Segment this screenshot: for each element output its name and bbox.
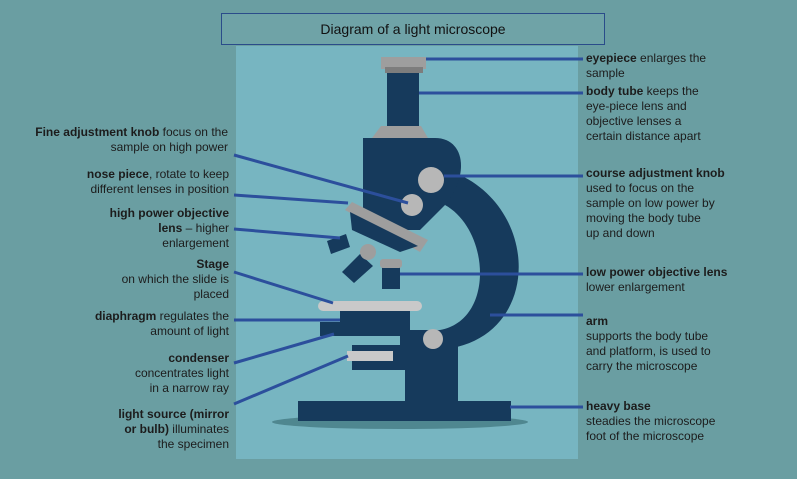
tube-collar — [372, 126, 428, 138]
label-arm: arm supports the body tube and platform,… — [586, 314, 791, 374]
label-desc: moving the body tube — [586, 211, 701, 225]
label-eyepiece: eyepiece enlarges the sample — [586, 51, 791, 81]
eyepiece-rim — [385, 67, 423, 73]
label-term: Fine adjustment knob — [35, 125, 159, 139]
stage-slide — [318, 301, 422, 311]
label-term: diaphragm — [95, 309, 156, 323]
label-desc: , rotate to keep — [149, 167, 229, 181]
fine-adjustment-knob — [401, 194, 423, 216]
label-fine-adjustment-knob: Fine adjustment knob focus on the sample… — [6, 125, 228, 155]
label-desc: sample on low power by — [586, 196, 715, 210]
label-body-tube: body tube keeps the eye-piece lens and o… — [586, 84, 791, 144]
label-desc: keeps the — [643, 84, 698, 98]
label-desc: amount of light — [150, 324, 229, 338]
label-term: Stage — [196, 257, 229, 271]
leader-light-source — [234, 356, 348, 404]
label-term: heavy base — [586, 399, 651, 413]
label-desc: and platform, is used to — [586, 344, 711, 358]
leader-nose-piece — [234, 195, 348, 203]
label-nose-piece: nose piece, rotate to keep different len… — [6, 167, 229, 197]
leader-condenser — [234, 334, 334, 363]
arm-knob — [423, 329, 443, 349]
microscope-base — [298, 401, 511, 421]
label-desc: illuminates — [169, 422, 229, 436]
body-tube — [387, 68, 419, 130]
label-course-adjustment-knob: course adjustment knob used to focus on … — [586, 166, 791, 241]
label-desc: eye-piece lens and — [586, 99, 687, 113]
label-heavy-base: heavy base steadies the microscope foot … — [586, 399, 791, 444]
label-desc: in a narrow ray — [150, 381, 229, 395]
label-diaphragm: diaphragm regulates the amount of light — [6, 309, 229, 339]
label-term: eyepiece — [586, 51, 637, 65]
label-desc: enlargement — [162, 236, 229, 250]
label-term: or bulb) — [124, 422, 169, 436]
label-desc: carry the microscope — [586, 359, 697, 373]
objective-middle-ring — [360, 244, 376, 260]
label-stage: Stage on which the slide is placed — [6, 257, 229, 302]
label-low-power-objective-lens: low power objective lens lower enlargeme… — [586, 265, 791, 295]
label-condenser: condenser concentrates light in a narrow… — [6, 351, 229, 396]
objective-right-ring — [380, 259, 402, 268]
leader-high-power — [234, 229, 340, 238]
label-desc: used to focus on the — [586, 181, 694, 195]
label-desc: supports the body tube — [586, 329, 708, 343]
label-term: low power objective lens — [586, 265, 727, 279]
label-term: nose piece — [87, 167, 149, 181]
label-term: arm — [586, 314, 608, 328]
label-light-source: light source (mirror or bulb) illuminate… — [6, 407, 229, 452]
label-desc: enlarges the — [637, 51, 706, 65]
label-term: body tube — [586, 84, 643, 98]
label-desc: placed — [194, 287, 229, 301]
label-desc: different lenses in position — [90, 182, 229, 196]
label-desc: sample on high power — [111, 140, 228, 154]
label-term: condenser — [168, 351, 229, 365]
condenser-bar — [347, 351, 393, 361]
label-desc: steadies the microscope — [586, 414, 715, 428]
label-desc: sample — [586, 66, 625, 80]
label-desc: certain distance apart — [586, 129, 701, 143]
label-desc: focus on the — [159, 125, 228, 139]
label-term: high power objective — [110, 206, 229, 220]
label-desc: lower enlargement — [586, 280, 685, 294]
leader-stage — [234, 272, 333, 303]
label-desc: foot of the microscope — [586, 429, 704, 443]
label-term: light source (mirror — [118, 407, 229, 421]
label-desc: regulates the — [156, 309, 229, 323]
label-term: lens — [158, 221, 182, 235]
course-adjustment-knob — [418, 167, 444, 193]
label-desc: the specimen — [158, 437, 229, 451]
label-desc: up and down — [586, 226, 655, 240]
label-desc: on which the slide is — [122, 272, 229, 286]
label-term: course adjustment knob — [586, 166, 725, 180]
label-desc: – higher — [182, 221, 229, 235]
label-desc: objective lenses a — [586, 114, 681, 128]
label-desc: concentrates light — [135, 366, 229, 380]
label-high-power-objective-lens: high power objective lens – higher enlar… — [6, 206, 229, 251]
